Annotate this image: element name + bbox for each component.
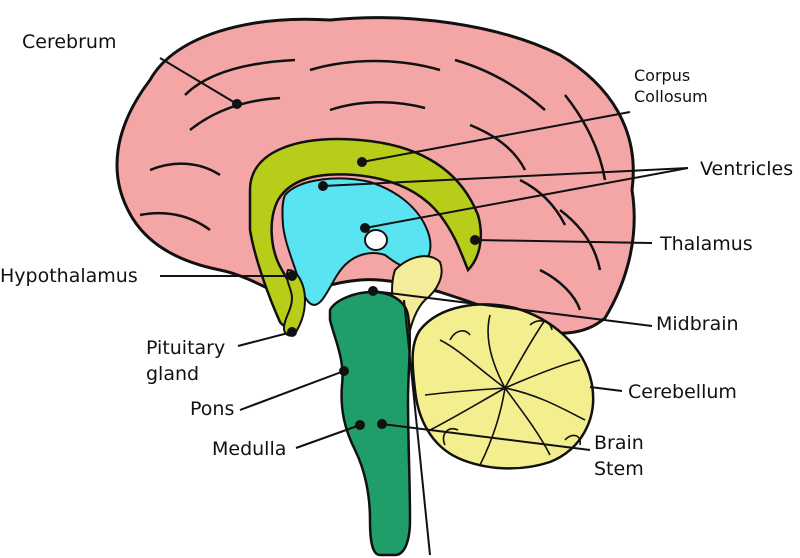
label-brain-stem-line2: Stem — [594, 458, 644, 480]
label-pituitary-gland: Pituitary gland — [146, 335, 225, 387]
label-midbrain: Midbrain — [656, 313, 739, 335]
label-corpus-callosum-line2: Collosum — [634, 86, 708, 106]
dot-pituitary — [287, 327, 297, 337]
label-cerebellum: Cerebellum — [628, 381, 737, 403]
dot-cerebrum — [232, 99, 242, 109]
label-medulla: Medulla — [212, 438, 287, 460]
label-corpus-callosum: Corpus Collosum — [634, 66, 708, 108]
ventricle-hole — [364, 229, 388, 251]
dot-ventricle-lower — [360, 223, 370, 233]
label-pons: Pons — [190, 398, 235, 420]
label-brain-stem: Brain Stem — [594, 430, 644, 482]
dot-hypothalamus — [287, 271, 297, 281]
label-thalamus: Thalamus — [660, 233, 753, 255]
label-brain-stem-line1: Brain — [594, 432, 644, 454]
pointer-dots — [232, 99, 480, 430]
cerebrum-folds — [139, 58, 607, 311]
dot-medulla — [355, 420, 365, 430]
dot-thalamus — [470, 235, 480, 245]
ventricles-region — [281, 177, 432, 306]
brain-stem-region — [328, 290, 412, 557]
label-hypothalamus: Hypothalamus — [0, 265, 138, 287]
label-pituitary-line2: gland — [146, 363, 200, 385]
label-pituitary-line1: Pituitary — [146, 337, 226, 359]
dot-midbrain — [368, 286, 378, 296]
dot-brain-stem — [377, 419, 387, 429]
label-corpus-callosum-line1: Corpus — [634, 66, 691, 85]
dot-ventricle-upper — [318, 181, 328, 191]
leader-lines — [159, 57, 689, 556]
cerebellum-folds — [424, 314, 586, 466]
dot-corpus-callosum — [357, 157, 367, 167]
dot-pons — [339, 366, 349, 376]
label-ventricles: Ventricles — [700, 158, 794, 180]
label-cerebrum: Cerebrum — [22, 31, 117, 53]
